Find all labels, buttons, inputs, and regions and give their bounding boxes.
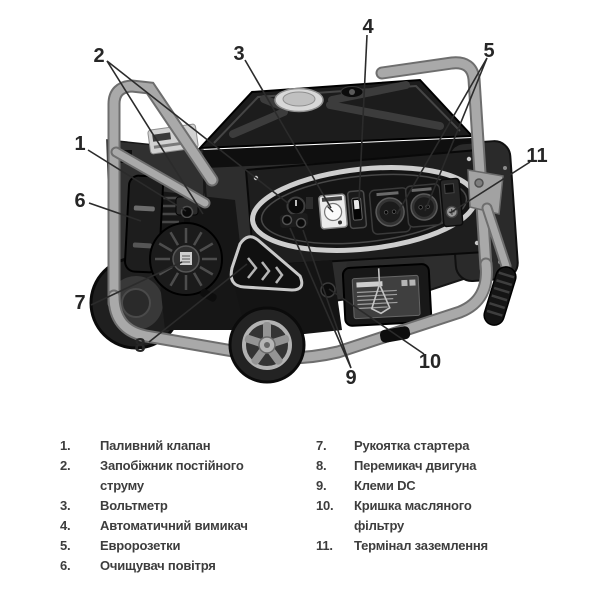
- legend-item-text: Рукоятка стартера: [354, 438, 470, 453]
- callout-numbers: 1 2 3 4 5 6 7 8 9 10 11: [74, 16, 547, 389]
- legend-item-2: 2. Запобіжник постійного струму: [60, 456, 292, 496]
- legend-item-number: 3.: [60, 498, 71, 513]
- callout-10: 10: [419, 351, 441, 373]
- fuel-gauge: [340, 86, 364, 98]
- legend-item-number: 10.: [316, 498, 334, 513]
- legend-item-number: 6.: [60, 558, 71, 573]
- euro-socket-right: [404, 183, 444, 228]
- callout-11: 11: [526, 145, 547, 167]
- legend-item-text: Автоматичний вимикач: [100, 518, 248, 533]
- screw: [503, 166, 507, 170]
- callout-3: 3: [233, 43, 244, 65]
- leader-line-2: [106, 60, 290, 215]
- callout-7: 7: [74, 292, 85, 314]
- callout-9: 9: [345, 367, 356, 389]
- hanging-wire: [370, 268, 391, 315]
- legend-item-text: Клеми DC: [354, 478, 416, 493]
- legend-item-number: 2.: [60, 458, 71, 473]
- legend-item-number: 8.: [316, 458, 327, 473]
- callout-2: 2: [93, 45, 104, 67]
- callout-8: 8: [134, 335, 145, 357]
- recoil-ribs: [155, 228, 217, 290]
- leader-line-7: [90, 261, 183, 306]
- legend-item-number: 9.: [316, 478, 327, 493]
- euro-socket-left: [368, 187, 412, 235]
- legend-item-9: 9. Клеми DC: [316, 476, 536, 496]
- legend-item-10: 10. Кришка масляного фільтру: [316, 496, 536, 536]
- legend-item-8: 8. Перемикач двигуна: [316, 456, 536, 476]
- legend-item-6: 6. Очищувач повітря: [60, 556, 292, 576]
- legend-item-11: 11. Термінал заземлення: [316, 536, 536, 556]
- muffler-box: [341, 258, 433, 327]
- legend-item-number: 1.: [60, 438, 71, 453]
- fuel-tank: [197, 78, 475, 168]
- legend-item-4: 4. Автоматичний вимикач: [60, 516, 292, 536]
- legend-item-text: Паливний клапан: [100, 438, 211, 453]
- screw: [466, 156, 472, 162]
- legend-item-3: 3. Вольтметр: [60, 496, 292, 516]
- legend-item-text: Перемикач двигуна: [354, 458, 477, 473]
- leader-lines: [87, 34, 531, 369]
- transport-handle: [467, 169, 517, 326]
- front-wheel: [228, 306, 306, 384]
- circuit-breaker: [346, 189, 368, 230]
- leader-line-8: [148, 263, 248, 343]
- leader-line-10: [328, 288, 425, 355]
- dc-terminals: [279, 213, 309, 229]
- callout-6: 6: [74, 190, 85, 212]
- tank-molding: [229, 81, 444, 138]
- parts-legend: 1. Паливний клапан 2. Запобіжник постійн…: [0, 436, 600, 586]
- leader-line-4: [358, 34, 368, 202]
- callout-4: 4: [362, 16, 374, 38]
- leader-line-5: [396, 57, 488, 215]
- callout-1: 1: [74, 133, 85, 155]
- legend-column-left: 1. Паливний клапан 2. Запобіжник постійн…: [60, 436, 292, 576]
- legend-item-number: 11.: [316, 538, 333, 553]
- legend-item-7: 7. Рукоятка стартера: [316, 436, 536, 456]
- control-panel: [244, 148, 488, 268]
- generator-body: [89, 56, 519, 384]
- leader-line-6: [88, 202, 142, 222]
- legend-item-number: 4.: [60, 518, 71, 533]
- legend-item-5: 5. Евророзетки: [60, 536, 292, 556]
- legend-item-text: Очищувач повітря: [100, 558, 216, 573]
- leader-line-3: [244, 59, 332, 209]
- leader-line-11: [449, 161, 531, 214]
- leader-line-9: [289, 227, 352, 369]
- callout-5: 5: [483, 40, 494, 62]
- legend-item-1: 1. Паливний клапан: [60, 436, 292, 456]
- legend-item-text: Кришка масляного фільтру: [354, 498, 472, 533]
- legend-item-number: 7.: [316, 438, 327, 453]
- handle-grip: [483, 266, 517, 326]
- legend-item-text: Запобіжник постійного струму: [100, 458, 244, 493]
- fuel-cap: [274, 87, 324, 113]
- recoil-starter: [149, 222, 223, 302]
- ground-terminal: [439, 177, 464, 228]
- voltmeter: [318, 193, 348, 230]
- side-emblem: [229, 235, 304, 292]
- legend-item-text: Вольтметр: [100, 498, 168, 513]
- leader-line-1: [87, 149, 187, 212]
- legend-item-text: Евророзетки: [100, 538, 181, 553]
- legend-column-right: 7. Рукоятка стартера 8. Перемикач двигун…: [316, 436, 536, 556]
- legend-item-number: 5.: [60, 538, 71, 553]
- legend-item-text: Термінал заземлення: [354, 538, 488, 553]
